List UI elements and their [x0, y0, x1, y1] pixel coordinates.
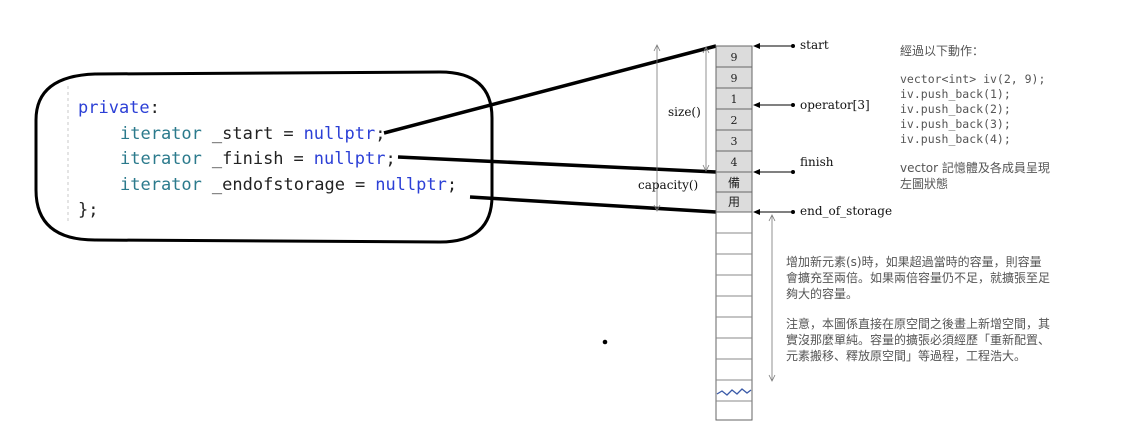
note-caution: 注意，本圖係直接在原空間之後畫上新增空間，其 實沒那麼單純。容量的擴張必須經歷「…: [786, 316, 1050, 363]
connector-end-of-storage: [469, 195, 717, 214]
note-code-line: iv.push_back(1);: [900, 87, 1011, 101]
note-growth-line: 夠大的容量。: [786, 286, 858, 301]
code-text: private: iterator_start=nullptr; iterato…: [78, 98, 457, 220]
note-growth-line: 會擴充至兩倍。如果兩倍容量仍不足，就擴張至足: [786, 270, 1050, 285]
code-line-close: };: [78, 200, 98, 220]
label-start: start: [800, 38, 829, 52]
label-capacity: capacity(): [638, 178, 698, 192]
connector-start: [383, 44, 717, 135]
code-line-endofstorage: iterator_endofstorage=nullptr;: [120, 175, 457, 195]
label-operator-index: operator[3]: [800, 98, 870, 112]
size-dimension: [702, 46, 710, 172]
code-block-outline: [34, 70, 494, 244]
note-code-lines: vector<int> iv(2, 9); iv.push_back(1); i…: [900, 72, 1045, 146]
memory-new-region: [715, 211, 753, 421]
stray-dot: [602, 339, 608, 345]
label-end-of-storage: end_of_storage: [800, 204, 892, 218]
expansion-dimension: [768, 214, 776, 382]
code-line-finish: iterator_finish=nullptr;: [120, 149, 396, 169]
note-code-line: iv.push_back(3);: [900, 117, 1011, 131]
note-caution-line: 實沒那麼單純。容量的擴張必須經歷「重新配置、: [786, 332, 1050, 347]
note-code-line: vector<int> iv(2, 9);: [900, 72, 1045, 86]
note-state-line: vector 記憶體及各成員呈現: [900, 160, 1050, 175]
note-caution-line: 注意，本圖係直接在原空間之後畫上新增空間，其: [786, 316, 1050, 331]
memory-cell: 9: [731, 72, 738, 85]
memory-new-dividers: [716, 232, 752, 402]
memory-cell: 3: [731, 135, 738, 148]
connector-finish: [397, 155, 717, 174]
note-state: vector 記憶體及各成員呈現 左圖狀態: [900, 160, 1050, 191]
code-line-private: private:: [78, 98, 160, 118]
memory-cell: 用: [728, 195, 740, 209]
pointer-arrows: [753, 43, 795, 215]
note-state-line: 左圖狀態: [900, 176, 948, 191]
note-caution-line: 元素搬移、釋放原空間」等過程，工程浩大。: [786, 348, 1026, 363]
continuation-squiggle-icon: [716, 388, 752, 396]
memory-cell: 4: [731, 156, 738, 169]
memory-cell: 備: [728, 175, 740, 190]
memory-cell-values: 9 9 1 2 3 4 備 用: [728, 51, 740, 209]
note-code-line: iv.push_back(4);: [900, 132, 1011, 146]
note-heading: 經過以下動作：: [900, 44, 984, 58]
note-growth: 增加新元素(s)時，如果超過當時的容量，則容量 會擴充至兩倍。如果兩倍容量仍不足…: [786, 254, 1050, 301]
label-finish: finish: [800, 155, 834, 169]
memory-cell: 9: [731, 51, 738, 64]
label-size: size(): [668, 105, 701, 119]
note-growth-line: 增加新元素(s)時，如果超過當時的容量，則容量: [786, 254, 1042, 269]
note-code-line: iv.push_back(2);: [900, 102, 1011, 116]
memory-cell: 2: [731, 114, 738, 127]
memory-cell-dividers: [716, 66, 752, 193]
capacity-dimension: [653, 44, 661, 212]
code-line-start: iterator_start=nullptr;: [120, 124, 385, 144]
memory-cell: 1: [731, 93, 738, 106]
